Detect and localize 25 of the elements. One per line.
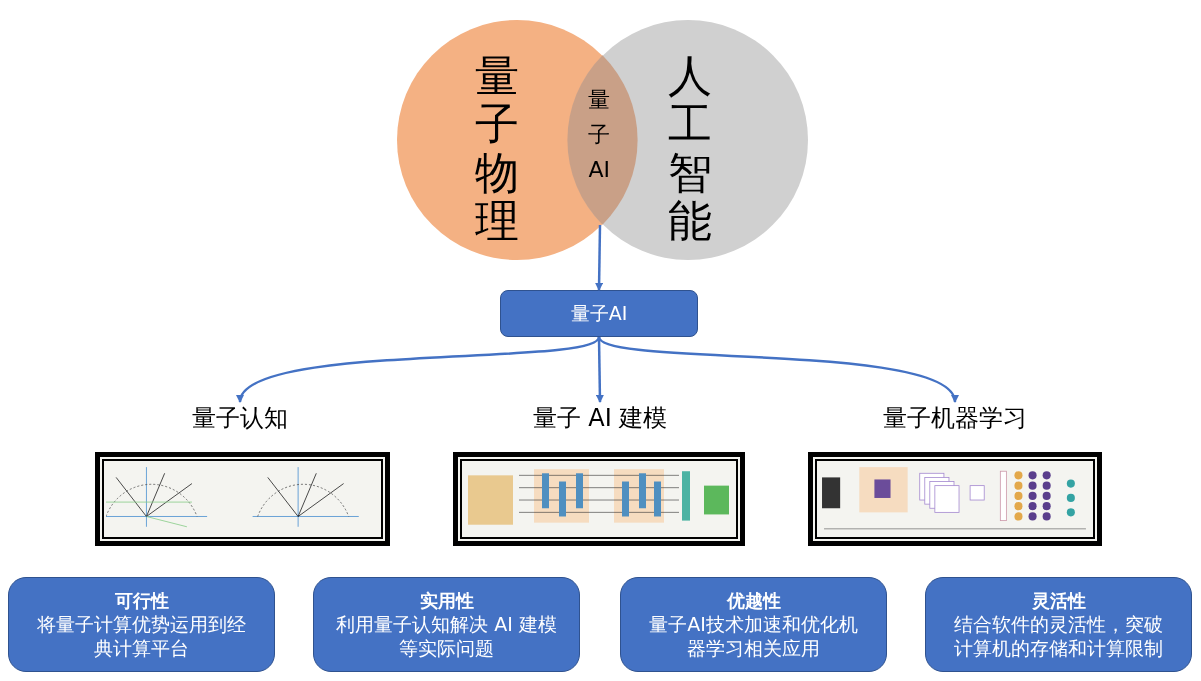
figure-picture [808,452,1102,546]
figure-picture [95,452,390,546]
card-title: 优越性 [726,588,781,613]
feature-card [313,577,580,672]
process-box: 量子AI [500,290,698,337]
arrow [238,336,600,403]
circle-label: 人工智能 [668,52,712,246]
card-text: 结合软件的灵活性，突破计算机的存储和计算限制 [953,612,1164,661]
arrow [598,336,957,403]
feature-card [8,577,275,672]
feature-card [620,577,887,672]
arrow [595,224,604,291]
card-text: 利用量子认知解决 AI 建模等实际问题 [336,612,557,661]
card-text: 量子AI技术加速和优化机器学习相关应用 [648,612,859,661]
branch-heading: 量子认知 [170,402,310,438]
card-title: 实用性 [419,588,474,613]
card-text: 将量子计算优势运用到经典计算平台 [36,612,247,661]
figure-picture [453,452,745,546]
feature-card [925,577,1192,672]
branch-heading: 量子机器学习 [860,402,1050,438]
card-title: 灵活性 [1031,588,1086,613]
circle-label: 量子物理 [475,52,519,246]
card-title: 可行性 [114,588,169,613]
branch-heading: 量子 AI 建模 [510,402,690,438]
arrow [595,336,604,403]
